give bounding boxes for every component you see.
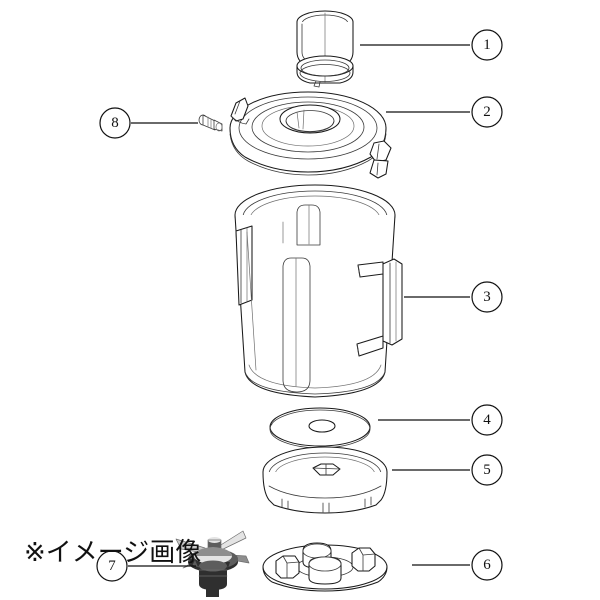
callout-circle-1[interactable]: [471, 29, 503, 61]
callout-label-7: 7: [108, 558, 116, 574]
callout-label-8: 8: [111, 115, 119, 131]
part-6-base-plate-with-bosses[interactable]: [262, 542, 388, 592]
part-1-filler-cap-measuring-cup[interactable]: [296, 10, 354, 88]
part-2-jar-lid[interactable]: [229, 91, 392, 179]
part-4-sealing-gasket[interactable]: [269, 407, 371, 449]
callout-8[interactable]: 8: [99, 107, 198, 139]
callout-circle-5[interactable]: [471, 454, 503, 486]
callout-label-5: 5: [483, 462, 491, 478]
callout-circle-7[interactable]: [96, 550, 128, 582]
callout-label-3: 3: [483, 289, 491, 305]
callout-label-1: 1: [483, 37, 491, 53]
callout-7[interactable]: 7: [96, 550, 196, 582]
image-for-illustration-note: ※イメージ画像: [24, 538, 202, 568]
callout-6[interactable]: 6: [412, 549, 503, 581]
callout-3[interactable]: 3: [404, 281, 503, 313]
part-3-jar-container[interactable]: [234, 184, 403, 398]
callout-label-4: 4: [483, 412, 491, 428]
callout-circle-3[interactable]: [471, 281, 503, 313]
callout-label-6: 6: [483, 557, 491, 573]
part-7-blade-cutter-assembly[interactable]: [175, 530, 250, 597]
callout-2[interactable]: 2: [386, 96, 503, 128]
callout-circle-2[interactable]: [471, 96, 503, 128]
callout-label-2: 2: [483, 104, 491, 120]
callout-5[interactable]: 5: [392, 454, 503, 486]
callout-circle-8[interactable]: [99, 107, 131, 139]
callout-4[interactable]: 4: [378, 404, 503, 436]
callout-circle-6[interactable]: [471, 549, 503, 581]
part-5-base-collar[interactable]: [262, 446, 388, 514]
part-8-drive-pin-bushing[interactable]: [198, 114, 223, 132]
callout-circle-4[interactable]: [471, 404, 503, 436]
callout-1[interactable]: 1: [360, 29, 503, 61]
